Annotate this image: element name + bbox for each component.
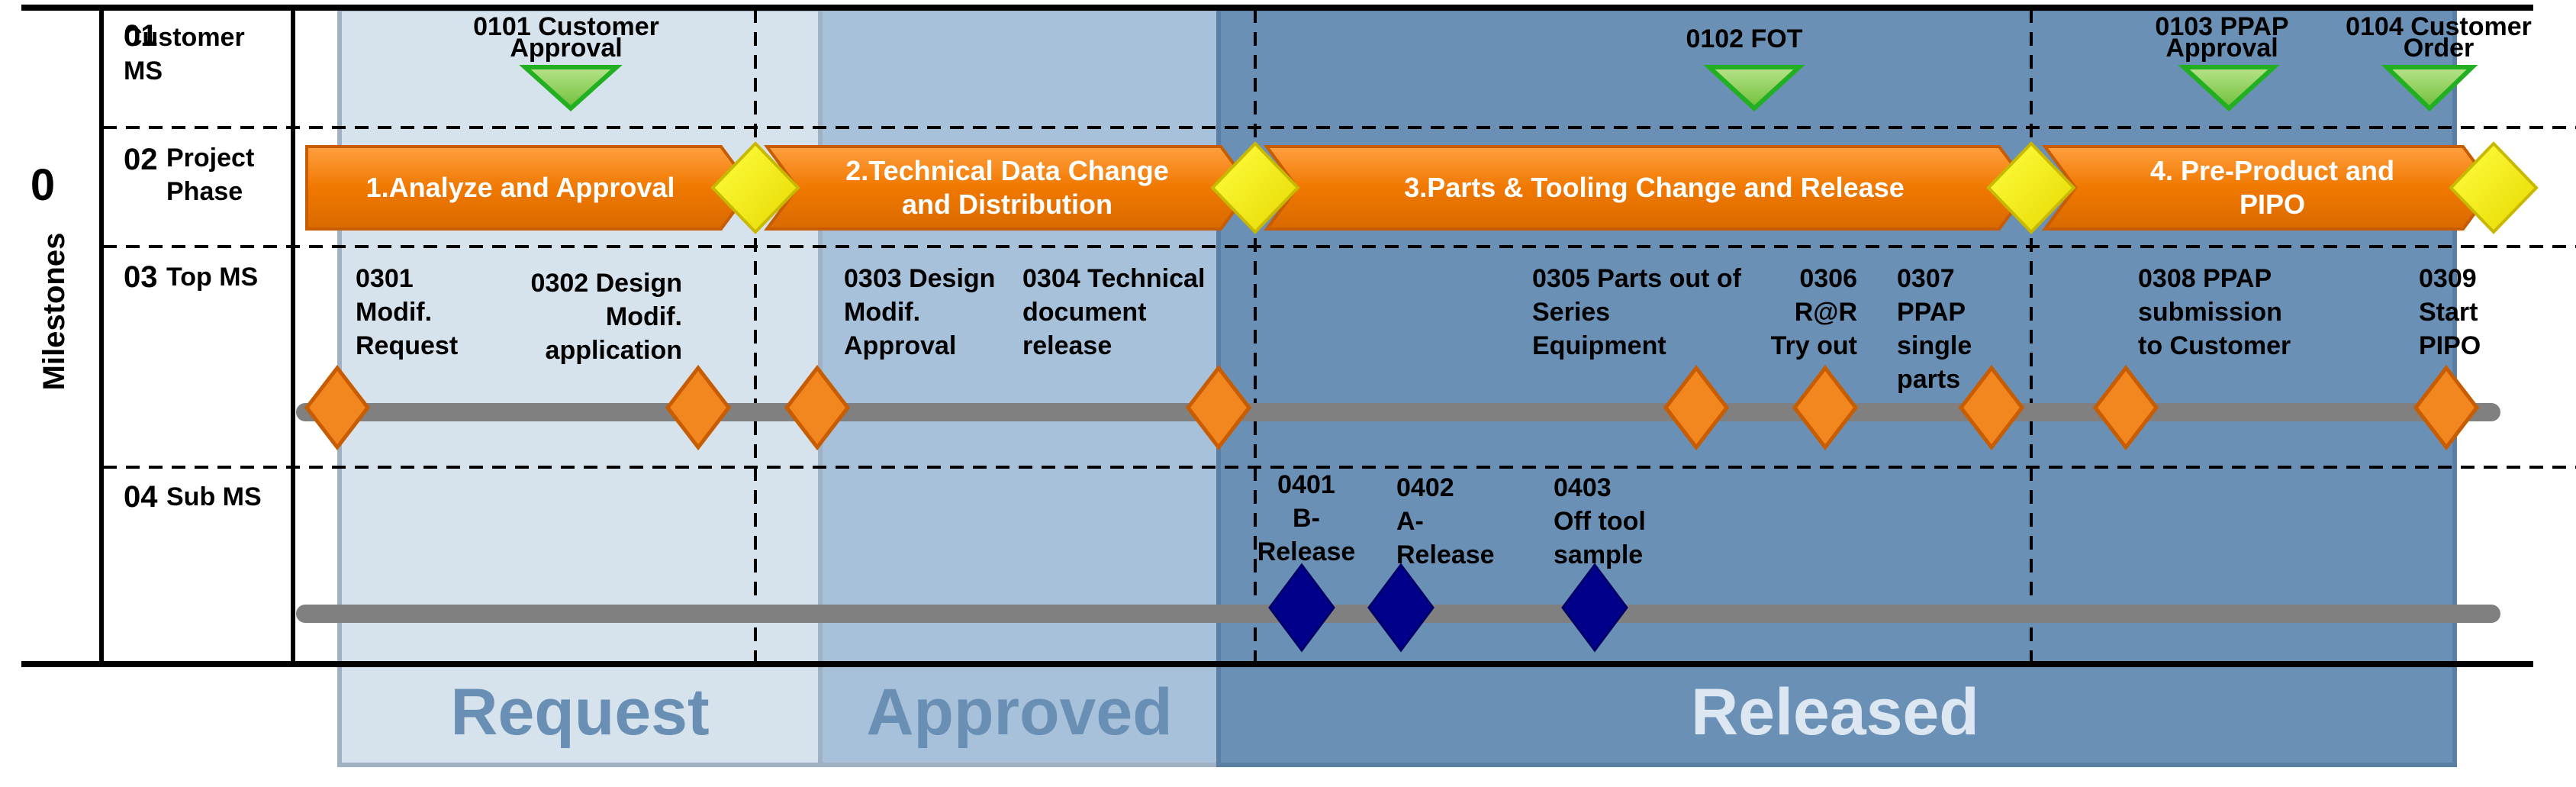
triangle-marker-icon (1703, 65, 1805, 112)
triangle-marker-icon (2178, 65, 2280, 112)
stage-label-released: Released (1691, 676, 1979, 749)
row-label-top-ms: 03 Top MS (124, 260, 258, 294)
triangle-marker-icon (519, 65, 623, 112)
top-ms-diamond-0307 (1958, 364, 2025, 451)
top-ms-diamond-0304 (1185, 364, 1252, 451)
stage-approved-bg (818, 7, 1221, 767)
row-name: Top MS (166, 263, 258, 292)
side-zero: 0 (31, 160, 55, 210)
phase-gate-diamond (2449, 141, 2539, 234)
top-ms-diamond-0302 (665, 364, 732, 451)
stage-label-request: Request (450, 676, 709, 749)
triangle-marker-icon (2381, 65, 2478, 112)
phase-gate-diamond (1210, 141, 1300, 234)
phase-1: 1.Analyze and Approval (305, 145, 754, 231)
phase-gate-diamond (1986, 141, 2076, 234)
top-ms-diamond-0303 (784, 364, 851, 451)
row-code: 01 (124, 19, 158, 53)
side-milestones: Milestones (37, 233, 71, 391)
sub-ms-diamond-0403 (1561, 563, 1628, 653)
phase-label: 3.Parts & Tooling Change and Release (1404, 172, 1905, 203)
row-code: 04 (124, 480, 158, 514)
stage-label-approved: Approved (866, 676, 1172, 749)
top-ms-diamond-0305 (1663, 364, 1730, 451)
customer-ms-0102: 0102 FOT (1686, 24, 1805, 112)
row-label-sub-ms: 04 Sub MS (124, 480, 262, 514)
sub-ms-diamond-0401 (1268, 563, 1335, 653)
top-ms-diamond-0306 (1792, 364, 1859, 451)
sub-ms-diamond-0402 (1367, 563, 1435, 653)
top-ms-diamond-0301 (304, 364, 371, 451)
row-code: 02 (124, 143, 158, 176)
phase-3: 3.Parts & Tooling Change and Release (1264, 145, 2032, 231)
top-ms-diamond-0308 (2092, 364, 2159, 451)
phase-label: 1.Analyze and Approval (366, 172, 675, 203)
customer-ms-label: 0102 FOT (1686, 24, 1802, 53)
top-ms-diamond-0309 (2413, 364, 2480, 451)
phase-gate-diamond (710, 141, 800, 234)
row-code: 03 (124, 260, 158, 294)
stage-request-bg (337, 7, 823, 767)
row-name: Sub MS (166, 482, 262, 511)
